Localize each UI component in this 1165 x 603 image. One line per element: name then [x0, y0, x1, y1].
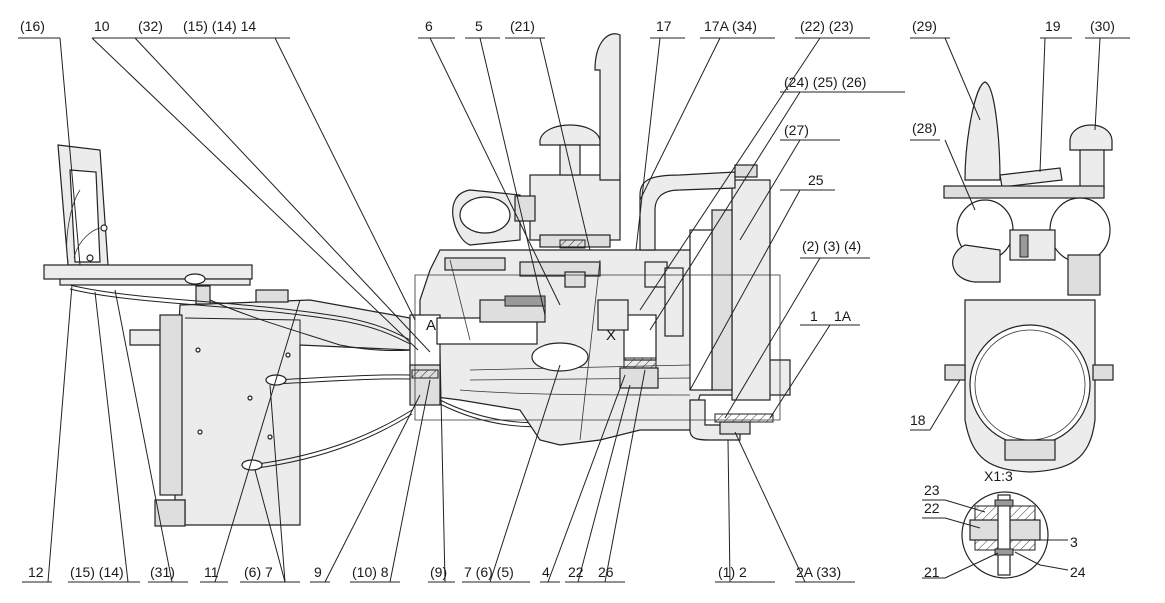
- label-15-14-bottom: (15) (14): [70, 564, 124, 580]
- label-17a-34: 17A (34): [704, 18, 757, 34]
- detail-label-24: 24: [1070, 564, 1086, 580]
- label-6: 6: [425, 18, 433, 34]
- filter-unit: [531, 271, 659, 389]
- label-18: 18: [910, 412, 926, 428]
- label-16: (16): [20, 18, 45, 34]
- label-27: (27): [784, 122, 809, 138]
- label-31: (31): [150, 564, 175, 580]
- label-1a: 1A: [834, 308, 852, 324]
- label-22-23: (22) (23): [800, 18, 854, 34]
- detail-label-21: 21: [924, 564, 940, 580]
- label-12: 12: [28, 564, 44, 580]
- frame-rail: [129, 273, 411, 527]
- label-21: (21): [510, 18, 535, 34]
- label-2-3-4: (2) (3) (4): [802, 238, 862, 254]
- label-25: 25: [808, 172, 824, 188]
- detail-label-23: 23: [924, 482, 940, 498]
- label-15-14-14: (15) (14) 14: [183, 18, 257, 34]
- label-22: 22: [568, 564, 584, 580]
- leader-lines: [18, 37, 1130, 583]
- detail-title: X1:3: [984, 468, 1013, 484]
- detail-label-22: 22: [924, 500, 940, 516]
- mark-x: X: [606, 327, 617, 344]
- label-10: 10: [94, 18, 110, 34]
- ghost-lines: [414, 259, 781, 441]
- mark-a: A: [426, 317, 437, 334]
- label-19: 19: [1045, 18, 1061, 34]
- end-view: [943, 81, 1114, 473]
- detail-view: [961, 491, 1049, 579]
- label-32: (32): [138, 18, 163, 34]
- air-cleaner: [452, 33, 621, 249]
- label-9-paren: (9): [430, 564, 448, 580]
- label-1: 1: [810, 308, 818, 324]
- label-30: (30): [1090, 18, 1115, 34]
- label-17: 17: [656, 18, 672, 34]
- label-6-7: (6) 7: [244, 564, 273, 580]
- label-26: 26: [598, 564, 614, 580]
- label-4: 4: [542, 564, 550, 580]
- label-10-8: (10) 8: [352, 564, 389, 580]
- label-5: 5: [475, 18, 483, 34]
- cab-frame: [43, 144, 253, 286]
- label-29: (29): [912, 18, 937, 34]
- label-2a-33: 2A (33): [796, 564, 842, 580]
- label-1-2: (1) 2: [718, 564, 747, 580]
- label-28: (28): [912, 120, 937, 136]
- label-24-25-26: (24) (25) (26): [784, 74, 867, 90]
- detail-label-3: 3: [1070, 534, 1078, 550]
- label-9: 9: [314, 564, 322, 580]
- label-11: 11: [204, 564, 219, 580]
- radiator: [639, 164, 774, 441]
- label-7-6-5: 7 (6) (5): [464, 564, 514, 580]
